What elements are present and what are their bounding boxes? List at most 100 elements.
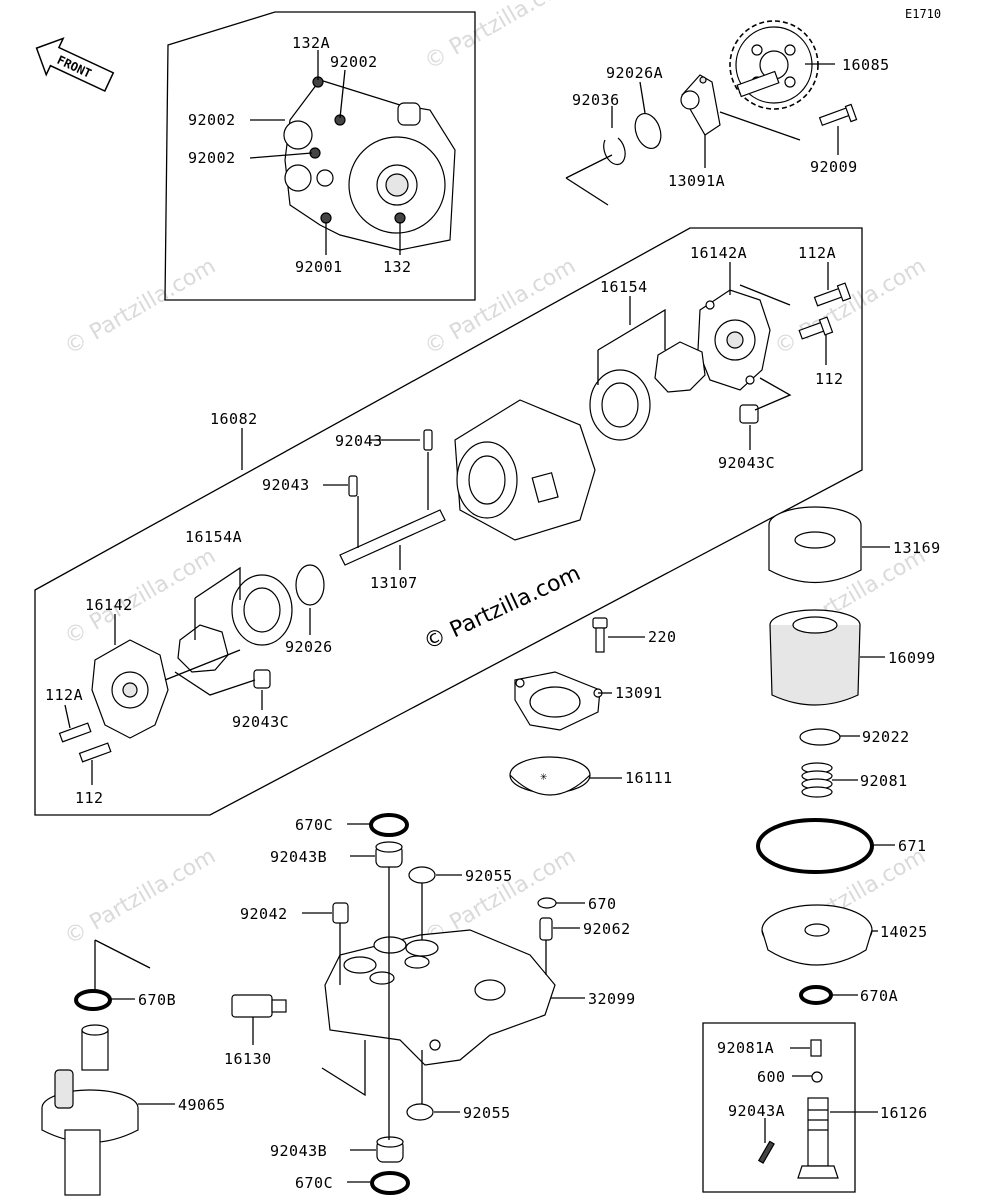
label-92001: 92001 (295, 258, 343, 276)
watermark: © Partzilla.com (421, 254, 581, 361)
leader-lines-gear (565, 63, 839, 206)
label-92036: 92036 (572, 91, 620, 109)
label-16154A: 16154A (185, 528, 242, 546)
plate-13091 (514, 671, 603, 731)
label-13107: 13107 (370, 574, 418, 592)
dowel-92043C-bottom (253, 669, 271, 689)
label-92043: 92043 (262, 476, 310, 494)
inset-box-relief-valve (702, 1022, 856, 1193)
inset-box-housing (164, 11, 476, 301)
label-671: 671 (898, 837, 927, 855)
label-132: 132 (383, 258, 412, 276)
label-92043C: 92043C (232, 713, 289, 731)
outer-rotor-16154A (231, 574, 293, 646)
bolt-112-bottom (78, 742, 112, 763)
label-132A: 132A (292, 34, 330, 52)
bolt-112-top (798, 316, 834, 340)
label-92043A: 92043A (728, 1102, 785, 1120)
bolt-112A-top (813, 282, 852, 307)
filter-cover-13169 (768, 506, 862, 583)
label-32099: 32099 (588, 990, 636, 1008)
oil-seal-92026 (295, 564, 325, 606)
label-670B: 670B (138, 991, 176, 1009)
seal-92055-top (408, 866, 436, 884)
watermark: © Partzilla.com (61, 254, 221, 361)
strainer-16111: ✳ (509, 756, 591, 796)
label-600: 600 (757, 1068, 786, 1086)
oil-filter-16099 (769, 609, 861, 706)
label-16154: 16154 (600, 278, 648, 296)
label-92043B: 92043B (270, 1142, 327, 1160)
o-ring-670C-bottom (370, 1171, 410, 1195)
washer-92026A (634, 112, 662, 150)
pump-cover-16142 (91, 639, 169, 739)
label-14025: 14025 (880, 923, 928, 941)
pin-92043A (757, 1140, 775, 1164)
label-92055: 92055 (463, 1104, 511, 1122)
collar-92043B-bottom (376, 1136, 404, 1163)
o-ring-670B (74, 989, 112, 1011)
label-670C: 670C (295, 1174, 333, 1192)
label-112: 112 (75, 789, 104, 807)
spring-92081 (801, 762, 833, 798)
label-49065: 49065 (178, 1096, 226, 1114)
shaft-holder-13091A (680, 74, 721, 136)
label-92022: 92022 (862, 728, 910, 746)
center-watermark: © Partzilla.com (420, 561, 584, 655)
inset-box-pump-assembly (34, 227, 863, 816)
seal-92055-bottom (406, 1103, 434, 1121)
leader-lines-bottom (94, 823, 585, 1183)
label-16130: 16130 (224, 1050, 272, 1068)
label-92081A: 92081A (717, 1039, 774, 1057)
label-92026A: 92026A (606, 64, 663, 82)
diagram-code: E1710 (905, 7, 941, 21)
inner-rotor-16154 (654, 341, 706, 393)
label-670C: 670C (295, 816, 333, 834)
label-92042: 92042 (240, 905, 288, 923)
dowel-92042 (332, 902, 349, 924)
pump-body (454, 399, 596, 541)
strainer-mesh-icon: ✳ (540, 769, 547, 783)
label-13091A: 13091A (668, 172, 725, 190)
label-92002: 92002 (188, 111, 236, 129)
drive-gear-16085 (729, 20, 819, 110)
label-16111: 16111 (625, 769, 673, 787)
pin-92043-upper (423, 429, 433, 451)
leader-lines-housing (249, 50, 401, 255)
watermark: © Partzilla.com (61, 844, 221, 951)
label-92081: 92081 (860, 772, 908, 790)
label-16126: 16126 (880, 1104, 928, 1122)
label-112A: 112A (798, 244, 836, 262)
leader-lines-pump (64, 262, 829, 785)
label-670A: 670A (860, 987, 898, 1005)
label-112: 112 (815, 370, 844, 388)
label-92043B: 92043B (270, 848, 327, 866)
label-92026: 92026 (285, 638, 333, 656)
bolt-220 (592, 617, 608, 653)
filter-case-14025 (761, 904, 873, 966)
dowel-92043C-top (739, 404, 759, 424)
front-arrow-icon: FRONT (35, 37, 115, 92)
outer-rotor-16154 (589, 369, 651, 441)
watermark: © Partzilla.com (421, 0, 581, 75)
label-92009: 92009 (810, 158, 858, 176)
label-670: 670 (588, 895, 617, 913)
dowel-92062 (539, 917, 553, 941)
washer-92022 (799, 728, 841, 746)
ball-600 (811, 1071, 823, 1083)
housing-32099 (324, 929, 556, 1066)
label-16142A: 16142A (690, 244, 747, 262)
o-ring-670C-top (369, 813, 409, 837)
leader-lines-relief (764, 1047, 878, 1143)
label-92055: 92055 (465, 867, 513, 885)
label-220: 220 (648, 628, 677, 646)
o-ring-670A (799, 985, 833, 1005)
collar-92043B-top (375, 841, 403, 868)
spring-92081A (810, 1039, 822, 1057)
shaft-13107 (339, 509, 446, 566)
pump-cover-16142A (697, 289, 771, 391)
label-112A: 112A (45, 686, 83, 704)
label-92002: 92002 (330, 53, 378, 71)
